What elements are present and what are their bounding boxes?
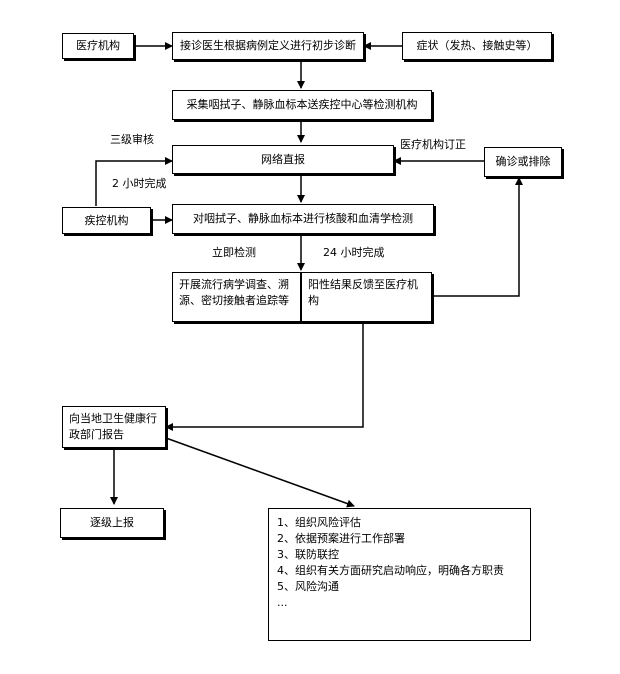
collect-samples-label: 采集咽拭子、静脉血标本送疾控中心等检测机构 [186, 98, 418, 111]
nucleic-test-label: 对咽拭子、静脉血标本进行核酸和血清学检测 [193, 212, 413, 225]
report-health-dept-label: 向当地卫生健康行政部门报告 [69, 412, 157, 441]
immediate-test-label: 立即检测 [212, 246, 256, 259]
institution-correction-label: 医疗机构订正 [400, 138, 466, 151]
action-item: 4、组织有关方面研究启动响应，明确各方职责 [277, 564, 504, 577]
report-health-dept-node: 向当地卫生健康行政部门报告 [62, 406, 166, 448]
positive-feedback-node: 阳性结果反馈至医疗机构 [301, 272, 432, 322]
medical-institution-node: 医疗机构 [62, 33, 134, 59]
nucleic-test-node: 对咽拭子、静脉血标本进行核酸和血清学检测 [172, 204, 434, 234]
collect-samples-node: 采集咽拭子、静脉血标本送疾控中心等检测机构 [172, 90, 432, 120]
symptoms-node: 症状（发热、接触史等） [402, 32, 552, 60]
positive-feedback-label: 阳性结果反馈至医疗机构 [308, 278, 418, 307]
network-report-node: 网络直报 [172, 145, 394, 174]
epi-investigation-label: 开展流行病学调查、溯源、密切接触者追踪等 [179, 278, 289, 307]
escalate-label: 逐级上报 [90, 516, 134, 529]
confirm-exclude-label: 确诊或排除 [495, 155, 551, 168]
action-item: 5、风险沟通 [277, 580, 339, 593]
twentyfour-hours-label: 24 小时完成 [323, 246, 385, 259]
cdc-node: 疾控机构 [62, 207, 151, 234]
confirm-exclude-node: 确诊或排除 [484, 147, 562, 177]
action-item: 3、联防联控 [277, 548, 339, 561]
network-report-label: 网络直报 [261, 152, 305, 166]
initial-diagnosis-node: 接诊医生根据病例定义进行初步诊断 [172, 32, 364, 60]
initial-diagnosis-label: 接诊医生根据病例定义进行初步诊断 [180, 39, 356, 52]
symptoms-label: 症状（发热、接触史等） [416, 39, 538, 52]
three-level-review-label: 三级审核 [110, 133, 154, 146]
escalate-node: 逐级上报 [60, 508, 164, 538]
action-item: 2、依据预案进行工作部署 [277, 532, 405, 545]
two-hours-label: 2 小时完成 [112, 177, 167, 190]
medical-institution-label: 医疗机构 [76, 39, 120, 52]
action-item: ... [277, 596, 288, 609]
action-item: 1、组织风险评估 [277, 516, 361, 529]
cdc-label: 疾控机构 [84, 213, 129, 227]
epi-investigation-node: 开展流行病学调查、溯源、密切接触者追踪等 [172, 272, 301, 322]
response-actions-list: 1、组织风险评估 2、依据预案进行工作部署 3、联防联控 4、组织有关方面研究启… [268, 508, 531, 641]
